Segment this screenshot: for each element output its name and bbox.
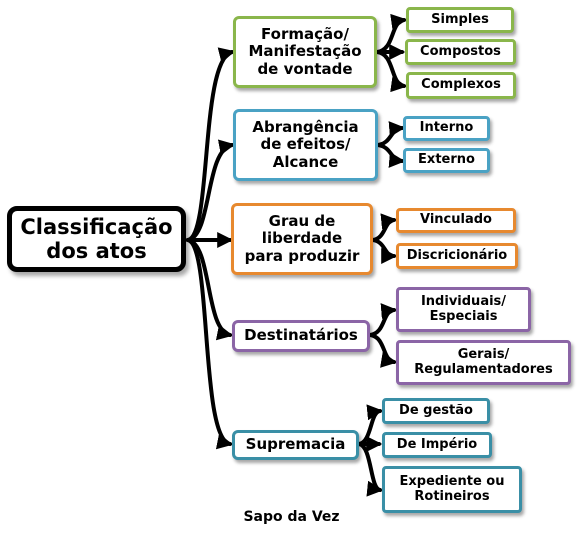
connector-abrangencia-externo bbox=[376, 143, 406, 168]
item-gerais: Gerais/ Regulamentadores bbox=[396, 340, 571, 385]
connector-formacao-simples bbox=[375, 13, 408, 54]
connector-root-destinatarios bbox=[186, 238, 234, 341]
connector-abrangencia-interno bbox=[376, 121, 406, 147]
category-abrangencia: Abrangência de efeitos/ Alcance bbox=[233, 109, 378, 181]
item-de-imperio: De Império bbox=[382, 432, 492, 458]
item-complexos: Complexos bbox=[406, 72, 516, 99]
category-destinatarios: Destinatários bbox=[232, 320, 370, 352]
connector-dest-individuais bbox=[368, 303, 398, 337]
item-interno: Interno bbox=[403, 116, 490, 141]
item-vinculado: Vinculado bbox=[396, 208, 516, 233]
item-discricionario: Discricionário bbox=[396, 243, 518, 269]
item-externo: Externo bbox=[403, 148, 490, 173]
connector-sup-gestao bbox=[357, 404, 384, 446]
item-de-gestao: De gestão bbox=[382, 398, 490, 424]
connector-sup-expediente bbox=[357, 442, 384, 497]
category-grau-liberdade: Grau de liberdade para produzir bbox=[231, 203, 373, 275]
connector-formacao-complexos bbox=[375, 50, 408, 93]
item-expediente: Expediente ou Rotineiros bbox=[382, 466, 522, 513]
item-simples: Simples bbox=[406, 7, 514, 33]
connector-root-abrangencia bbox=[186, 139, 236, 242]
connector-dest-gerais bbox=[368, 333, 398, 368]
connector-grau-discricionario bbox=[371, 238, 398, 264]
connector-grau-vinculado bbox=[371, 213, 398, 242]
caption: Sapo da Vez bbox=[243, 509, 340, 525]
connector-root-formacao bbox=[186, 47, 236, 242]
category-supremacia: Supremacia bbox=[232, 430, 359, 460]
item-compostos: Compostos bbox=[405, 39, 516, 65]
connector-root-supremacia bbox=[186, 238, 234, 450]
category-formacao: Formação/ Manifestação de vontade bbox=[233, 16, 377, 88]
item-individuais: Individuais/ Especiais bbox=[396, 287, 531, 332]
root-node: Classificação dos atos bbox=[7, 206, 186, 272]
